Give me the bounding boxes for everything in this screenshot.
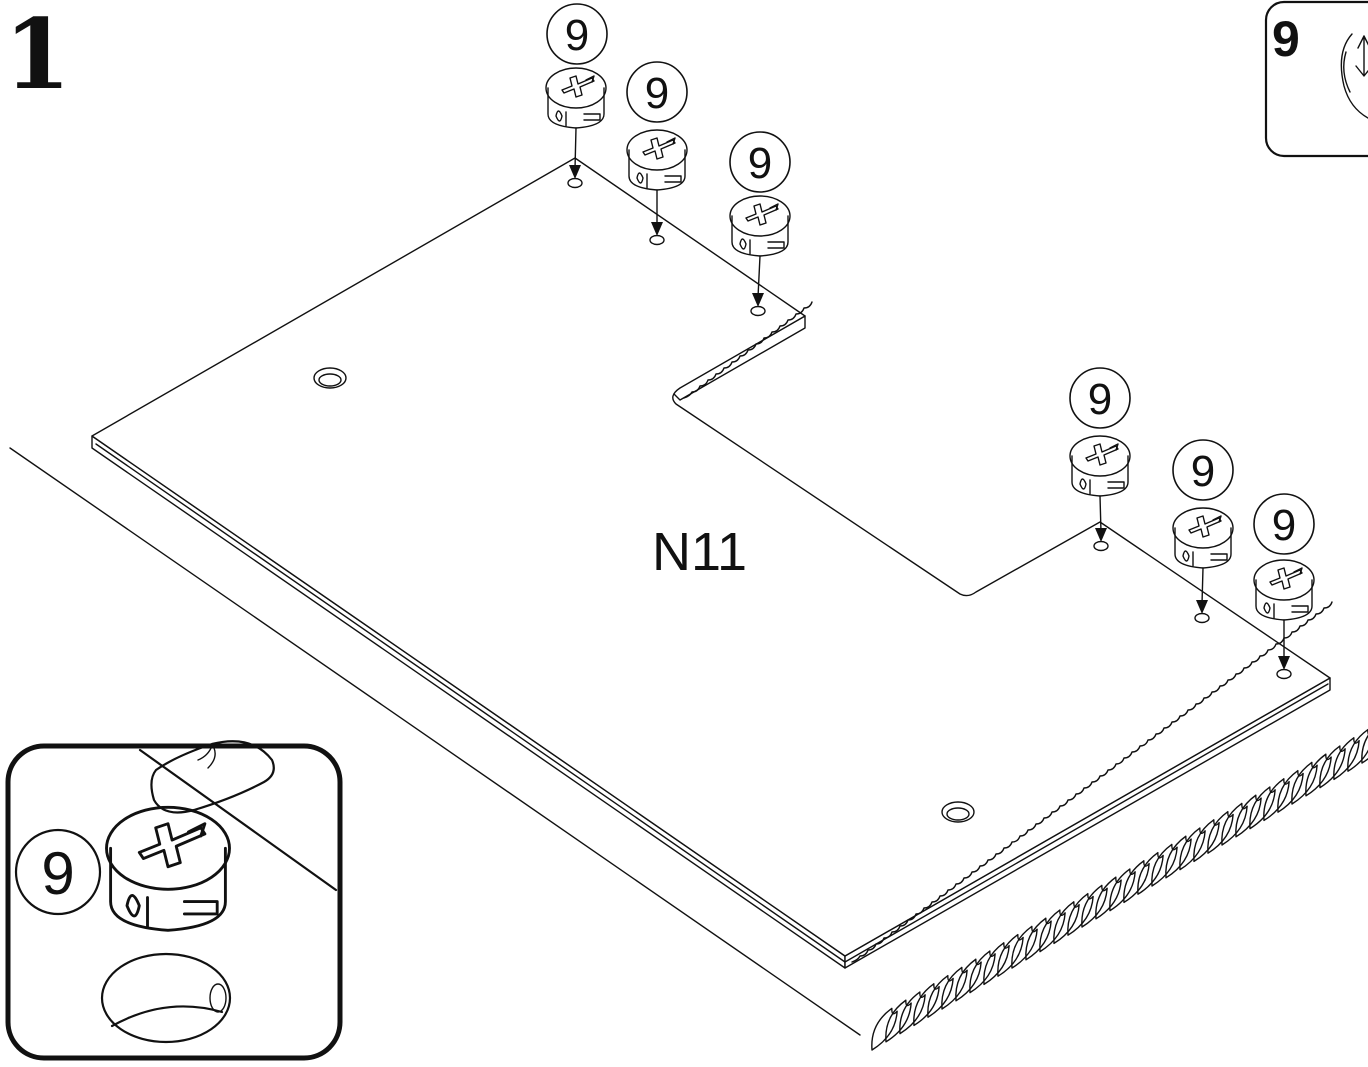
parts-legend: 9 <box>1264 0 1368 158</box>
detail-part-label: 9 <box>41 840 74 907</box>
carpet-tuft <box>1060 890 1098 940</box>
cam-lock-fitting-icon <box>1340 33 1368 119</box>
floor-line <box>9 447 861 1036</box>
carpet-tuft <box>1130 849 1168 899</box>
panel-label: N11 <box>652 522 747 582</box>
carpet-tuft <box>976 939 1014 989</box>
carpet-tuft <box>1004 923 1042 973</box>
carpet-tuft <box>1270 767 1308 817</box>
part-label: 9 <box>565 11 589 60</box>
cam-lock-icon <box>729 195 791 257</box>
carpet-tuft <box>1018 914 1056 965</box>
carpet-tuft <box>934 964 972 1014</box>
carpet-tuft <box>1074 882 1112 932</box>
carpet-tuft <box>1256 775 1294 825</box>
carpet-tuft <box>1326 734 1364 784</box>
cam-fitting: 9 <box>1253 493 1315 680</box>
carpet-tuft <box>1102 865 1140 916</box>
carpet-tuft <box>906 980 944 1030</box>
carpet-tuft <box>948 955 986 1006</box>
cam-hole <box>567 177 583 189</box>
detail-inset: 9 <box>5 740 343 1061</box>
cam-fittings: 9 9 9 9 9 9 <box>545 3 1315 680</box>
carpet-tuft <box>1116 857 1154 907</box>
carpet-tuft <box>920 972 958 1022</box>
part-label: 9 <box>1272 501 1296 550</box>
carpet-tuft <box>1242 783 1280 834</box>
step-number: 1 <box>4 0 71 111</box>
cam-lock-icon <box>1172 507 1234 569</box>
dowel-hole <box>941 801 975 823</box>
carpet-tuft <box>1200 808 1238 858</box>
carpet-tuft <box>1032 906 1070 957</box>
carpet-tuft <box>1284 759 1322 809</box>
carpet-tuft <box>1228 791 1266 842</box>
cam-hole <box>649 234 665 246</box>
cam-lock-icon <box>1069 435 1131 497</box>
carpet-tuft <box>892 988 930 1039</box>
cam-lock-icon <box>626 129 688 191</box>
insert-arrow <box>1099 495 1102 533</box>
cam-fitting: 9 <box>729 131 791 317</box>
cam-hole <box>1194 612 1210 624</box>
part-label: 9 <box>645 69 669 118</box>
carpet-tuft <box>1158 832 1196 883</box>
cam-lock-icon <box>545 67 607 129</box>
finger-press-cam-icon <box>150 740 275 814</box>
panel-n11 <box>91 157 1333 969</box>
part-label: 9 <box>1088 375 1112 424</box>
insert-arrow <box>757 255 761 298</box>
carpet-tuft <box>1088 873 1126 924</box>
cam-hole <box>1093 540 1109 552</box>
carpet-tuft <box>1144 841 1182 891</box>
dowel-hole <box>313 367 347 389</box>
cam-fitting: 9 <box>545 3 608 189</box>
carpet-tuft <box>1046 898 1084 948</box>
part-label: 9 <box>1191 447 1215 496</box>
carpet-tuft <box>864 1005 902 1055</box>
part-label: 9 <box>748 139 772 188</box>
carpet-tuft <box>878 996 916 1047</box>
cam-fitting: 9 <box>1069 367 1131 552</box>
carpet-tuft <box>1214 800 1252 850</box>
cam-hole <box>1276 668 1292 680</box>
cam-hole <box>750 305 766 317</box>
insert-arrow <box>574 127 577 170</box>
carpet-tuft <box>990 931 1028 981</box>
carpet-tuft <box>1298 750 1336 801</box>
carpet-tuft <box>1312 742 1350 793</box>
cam-fitting: 9 <box>1172 439 1234 624</box>
cam-lock-icon <box>1253 559 1315 621</box>
cam-fitting: 9 <box>626 61 688 246</box>
carpet-tuft <box>1172 824 1210 875</box>
insert-arrow <box>1201 567 1204 605</box>
carpet-tuft <box>962 947 1000 998</box>
carpet-tuft <box>1186 816 1224 866</box>
legend-part-label: 9 <box>1272 11 1300 67</box>
